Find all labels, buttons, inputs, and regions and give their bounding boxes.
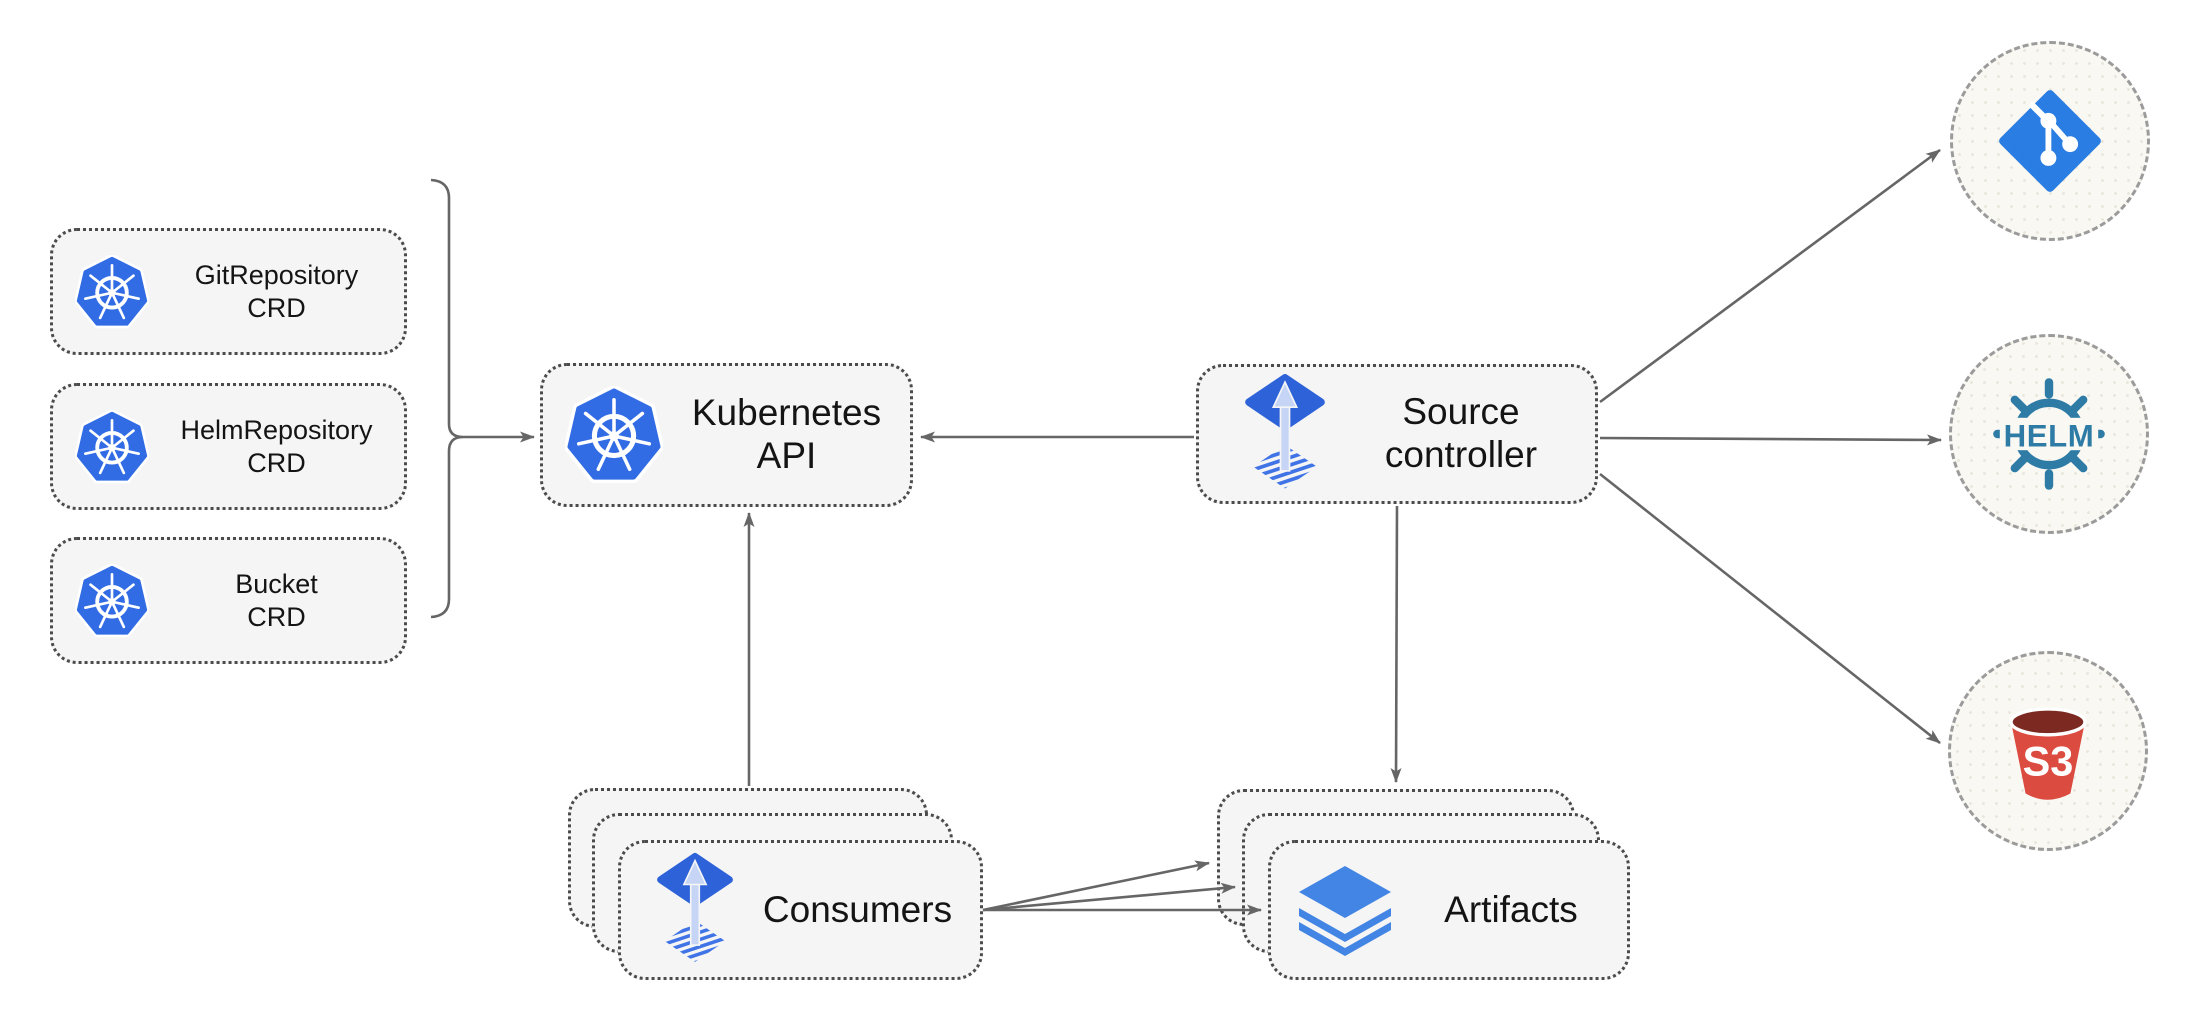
s3-endpoint: S3 (1948, 651, 2148, 851)
consumers-label: Consumers (762, 888, 953, 930)
s3-wordmark: S3 (2023, 738, 2074, 785)
arrow-source-controller-to-helm (1599, 434, 1942, 446)
artifacts-box: Artifacts (1268, 840, 1630, 980)
bracket-crds (430, 178, 464, 619)
artifacts-label: Artifacts (1444, 888, 1578, 930)
helm-endpoint: HELM (1949, 334, 2149, 534)
kubernetes-icon (75, 254, 149, 328)
git-endpoint (1950, 41, 2150, 241)
consumers-box: Consumers (618, 840, 983, 980)
kubernetes-icon (75, 409, 149, 483)
kubernetes-icon (565, 386, 663, 484)
kubernetes-api-box: Kubernetes API (540, 363, 913, 507)
kubernetes-icon (75, 563, 149, 637)
helm-icon: HELM (1993, 378, 2105, 490)
arrow-source-controller-to-artifacts (1390, 505, 1402, 783)
flux-icon (657, 852, 733, 962)
flux-icon (1245, 374, 1325, 489)
s3-bucket-icon: S3 (2009, 707, 2087, 800)
git-icon (1999, 90, 2101, 192)
arrow-consumers-to-artifacts-2 (982, 882, 1236, 912)
layers-icon (1299, 866, 1391, 956)
helm-wordmark: HELM (2004, 419, 2095, 454)
arrow-source-controller-to-s3 (1599, 472, 1941, 745)
arrow-source-controller-to-git (1599, 148, 1941, 404)
kubernetes-api-label: Kubernetes API (691, 392, 882, 476)
arrow-consumers-to-artifacts-1 (982, 860, 1210, 912)
